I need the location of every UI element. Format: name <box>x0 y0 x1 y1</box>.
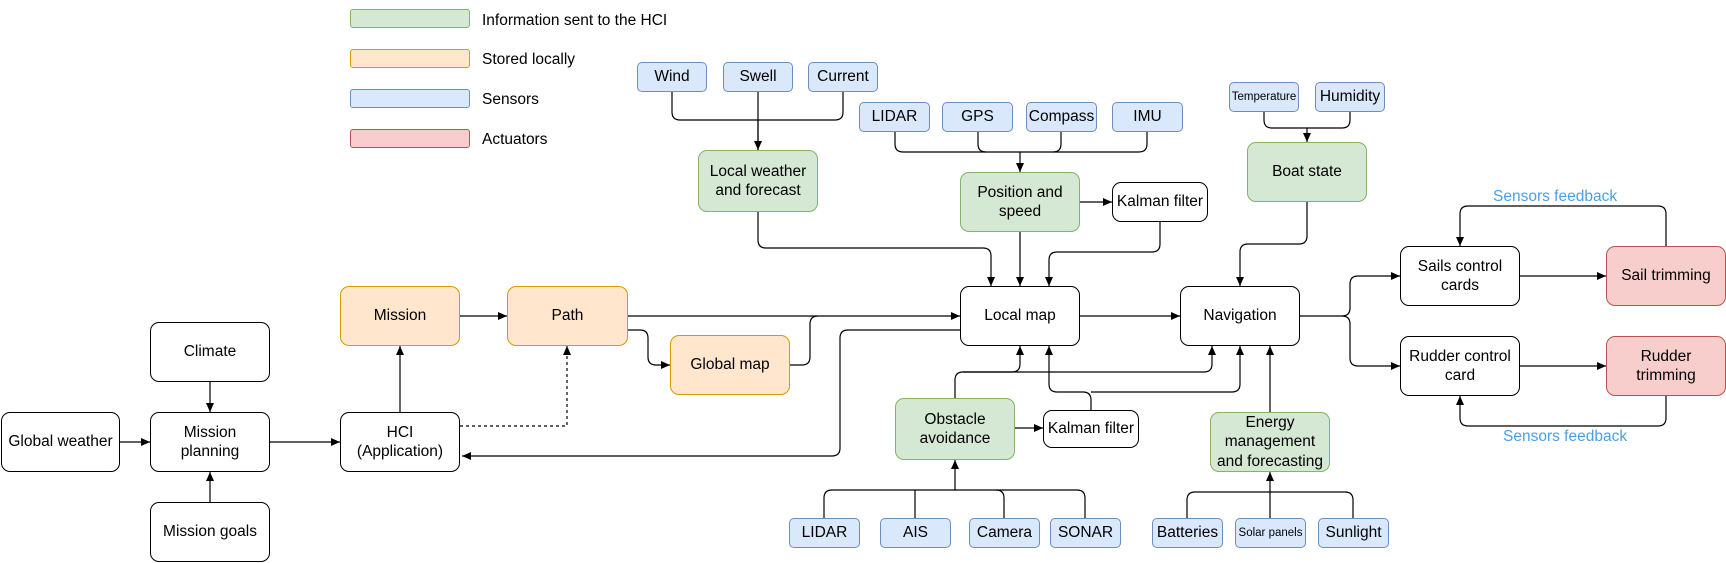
sails-control-cards-node: Sails control cards <box>1400 246 1520 306</box>
mission-goals-node: Mission goals <box>150 502 270 562</box>
kalman-filter-bottom-node: Kalman filter <box>1043 410 1139 448</box>
swell-sensor: Swell <box>723 62 793 92</box>
gps-sensor: GPS <box>942 102 1013 132</box>
legend-swatch-info <box>350 9 470 28</box>
local-map-node: Local map <box>960 286 1080 346</box>
legend-label-sensors: Sensors <box>482 91 539 108</box>
edge-global-map-to-local-map <box>790 315 819 366</box>
edge-kalman-bottom-to-navigation <box>1091 346 1244 393</box>
temperature-sensor: Temperature <box>1229 82 1299 112</box>
imu-sensor: IMU <box>1112 102 1183 132</box>
legend-swatch-actuators <box>350 129 470 148</box>
obstacle-avoidance-node: Obstacle avoidance <box>895 398 1015 460</box>
edge-sonar-to-obstacle <box>955 489 1086 518</box>
edge-compass-to-position <box>1052 132 1062 153</box>
wind-sensor: Wind <box>637 62 707 92</box>
edge-wind-to-local-weather <box>671 92 762 150</box>
rudder-control-card-node: Rudder control card <box>1400 336 1520 396</box>
sonar-sensor: SONAR <box>1050 518 1121 548</box>
edge-kalman-to-local-map <box>1045 222 1161 286</box>
edge-imu-to-position <box>1020 132 1148 153</box>
local-weather-node: Local weather and forecast <box>698 150 818 212</box>
lidar-top-sensor: LIDAR <box>859 102 930 132</box>
position-speed-node: Position and speed <box>960 172 1080 232</box>
lidar-bottom-sensor: LIDAR <box>789 518 860 548</box>
navigation-node: Navigation <box>1180 286 1300 346</box>
legend-swatch-stored <box>350 49 470 68</box>
edge-lidar-to-position <box>894 132 1024 172</box>
edge-lidar-bottom-to-obstacle <box>823 460 959 518</box>
legend-label-actuators: Actuators <box>482 131 548 148</box>
edge-humidity-to-boat-state <box>1307 112 1351 129</box>
current-sensor: Current <box>808 62 878 92</box>
camera-sensor: Camera <box>969 518 1040 548</box>
kalman-filter-top-node: Kalman filter <box>1112 182 1208 222</box>
rudder-trimming-actuator: Rudder trimming <box>1606 336 1726 396</box>
global-map-node: Global map <box>670 335 790 395</box>
edge-sail-feedback <box>1456 205 1667 246</box>
hci-application-node: HCI (Application) <box>340 412 460 472</box>
path-node: Path <box>507 286 628 346</box>
edge-gps-to-position <box>977 132 987 153</box>
climate-node: Climate <box>150 322 270 382</box>
legend-label-stored: Stored locally <box>482 51 576 68</box>
edge-temperature-to-boat-state <box>1263 112 1311 142</box>
humidity-sensor: Humidity <box>1315 82 1385 112</box>
mission-node: Mission <box>340 286 460 346</box>
ais-sensor: AIS <box>880 518 951 548</box>
edge-batteries-to-energy <box>1186 472 1274 518</box>
edge-hci-to-path <box>460 346 571 427</box>
edge-kalman-bottom-to-local-map <box>1045 346 1092 410</box>
sunlight-sensor: Sunlight <box>1318 518 1389 548</box>
sensors-feedback-label-bottom: Sensors feedback <box>1503 428 1628 445</box>
edge-path-to-global-map <box>628 329 670 369</box>
edge-rudder-feedback <box>1456 396 1667 427</box>
batteries-sensor: Batteries <box>1152 518 1223 548</box>
energy-management-node: Energy management and forecasting <box>1210 412 1330 472</box>
edge-sunlight-to-energy <box>1270 491 1354 518</box>
edge-local-weather-to-local-map <box>757 212 995 286</box>
edge-current-to-local-weather <box>758 92 844 121</box>
edge-camera-to-obstacle <box>995 489 1005 518</box>
mission-planning-node: Mission planning <box>150 412 270 472</box>
boat-state-node: Boat state <box>1247 142 1367 202</box>
edge-obstacle-to-navigation <box>963 346 1216 373</box>
global-weather-node: Global weather <box>1 412 120 472</box>
edge-navigation-to-rudder <box>1341 315 1400 370</box>
edge-local-map-to-hci <box>462 329 960 460</box>
edge-boat-state-to-navigation <box>1236 202 1308 286</box>
edge-navigation-to-sails <box>1300 272 1400 317</box>
solar-panels-sensor: Solar panels <box>1235 518 1306 548</box>
compass-sensor: Compass <box>1026 102 1097 132</box>
legend-label-info: Information sent to the HCI <box>482 12 668 29</box>
sensors-feedback-label-top: Sensors feedback <box>1493 188 1618 205</box>
legend-swatch-sensors <box>350 89 470 108</box>
sail-trimming-actuator: Sail trimming <box>1606 246 1726 306</box>
